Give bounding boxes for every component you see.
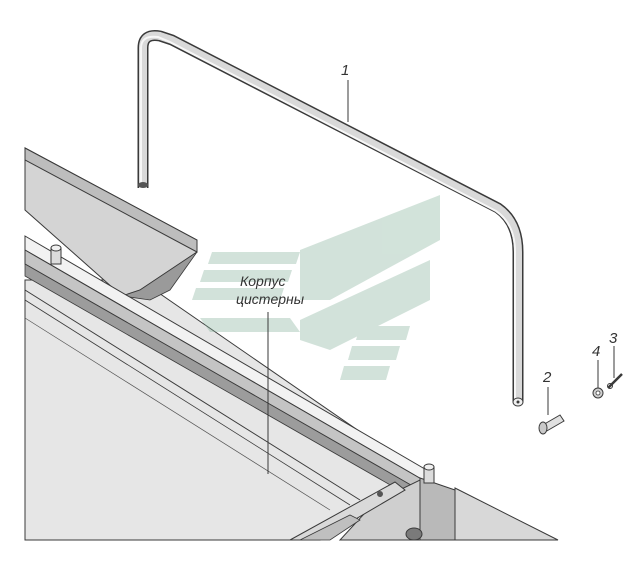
cotter-pin-part [607,373,623,389]
socket-left [50,244,62,265]
handrail-tube [137,30,524,407]
tank-body [24,147,559,541]
watermark-logo [192,195,440,380]
callout-1: 1 [341,62,349,79]
tube-end-left [138,182,148,188]
callout-3: 3 [609,330,618,347]
callout-2: 2 [542,369,552,386]
pin-part [538,414,565,435]
callout-4: 4 [592,343,600,360]
washer-part [592,387,604,399]
leader-lines [267,80,615,474]
caption-line-2: цистерны [236,291,305,307]
caption-line-1: Корпус [240,273,286,289]
socket-right [423,463,435,484]
